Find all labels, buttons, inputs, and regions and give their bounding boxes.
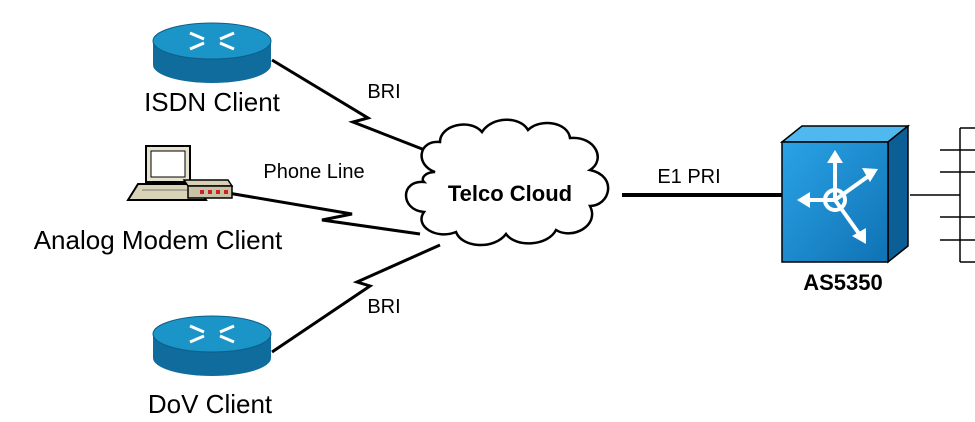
laptop-modem-icon [126,145,234,201]
e1-pri-label: E1 PRI [657,166,720,188]
router-icon [152,22,272,83]
link-phone-line [227,191,421,236]
phone-line-label: Phone Line [263,161,364,183]
dov-client-router[interactable] [152,315,272,376]
telco-cloud[interactable]: Telco Cloud [404,118,610,247]
isdn-bri-label: BRI [367,81,400,103]
links [227,58,790,354]
telco-cloud-label: Telco Cloud [448,181,572,206]
as5350-label: AS5350 [803,270,883,295]
cloud-icon [404,118,610,247]
as5350-access-server[interactable] [779,124,911,264]
link-dov-bri [271,243,441,354]
analog-modem-client-label: Analog Modem Client [34,225,283,255]
access-server-icon [779,124,911,264]
isdn-client-label: ISDN Client [144,87,281,117]
dov-bri-label: BRI [367,296,400,318]
router-icon [152,315,272,376]
dov-client-label: DoV Client [148,389,273,419]
as5350-port-lines [910,127,975,263]
analog-modem-client-device[interactable] [126,145,234,201]
link-isdn-bri [271,58,436,156]
isdn-client-router[interactable] [152,22,272,83]
